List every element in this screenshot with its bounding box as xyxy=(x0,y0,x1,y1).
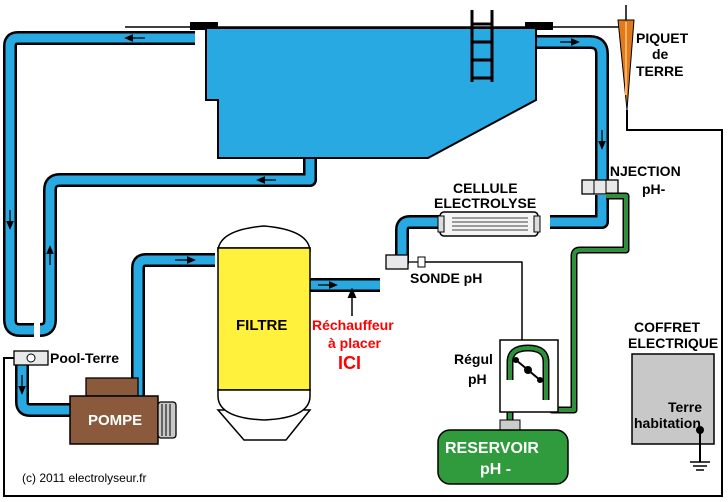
ground-stake xyxy=(617,5,635,111)
ph-probe-fitting xyxy=(385,254,426,270)
pompe-label: POMPE xyxy=(88,412,142,429)
pool-basin xyxy=(190,22,553,159)
coffret-label: COFFRET xyxy=(634,319,701,335)
injection-label: INJECTION xyxy=(606,163,681,179)
flow-arrows xyxy=(6,34,606,395)
regul-label: Régul xyxy=(454,351,493,367)
pump xyxy=(69,377,177,445)
copyright-text: (c) 2011 electrolyseur.fr xyxy=(22,471,147,485)
piquet-label-de: de xyxy=(652,46,669,62)
reservoir-label-ph: pH - xyxy=(480,461,511,478)
cellule-label: CELLULE xyxy=(453,180,518,196)
injection-fitting xyxy=(581,179,619,195)
terre-label-habitation: habitation xyxy=(634,415,701,431)
terre-label: Terre xyxy=(668,399,702,415)
coffret-label-electrique: ELECTRIQUE xyxy=(628,335,718,351)
pool-terre-label: Pool-Terre xyxy=(50,350,119,366)
rechauffeur-label: Réchauffeur xyxy=(312,317,394,333)
rechauffeur-label-ici: ICI xyxy=(338,353,361,373)
reservoir-label: RESERVOIR xyxy=(445,440,539,457)
ground-symbol-icon xyxy=(690,461,710,471)
cellule-label-electrolyse: ELECTROLYSE xyxy=(434,195,536,211)
regul-label-ph: pH xyxy=(468,371,487,387)
sonde-label: SONDE pH xyxy=(410,270,482,286)
pool-terre-fitting xyxy=(13,350,49,366)
rechauffeur-label-placer: à placer xyxy=(328,335,381,351)
piquet-label-terre: TERRE xyxy=(636,63,683,79)
piquet-label: PIQUET xyxy=(636,30,689,46)
filtre-label: FILTRE xyxy=(236,317,287,334)
ph-regulator xyxy=(499,339,559,413)
filter-tank xyxy=(216,225,312,441)
ph-reservoir xyxy=(437,419,569,485)
earth-wires xyxy=(3,110,723,497)
pool-ladder xyxy=(470,10,494,82)
electrolysis-cell xyxy=(437,211,541,237)
injection-label-ph: pH- xyxy=(642,181,666,197)
